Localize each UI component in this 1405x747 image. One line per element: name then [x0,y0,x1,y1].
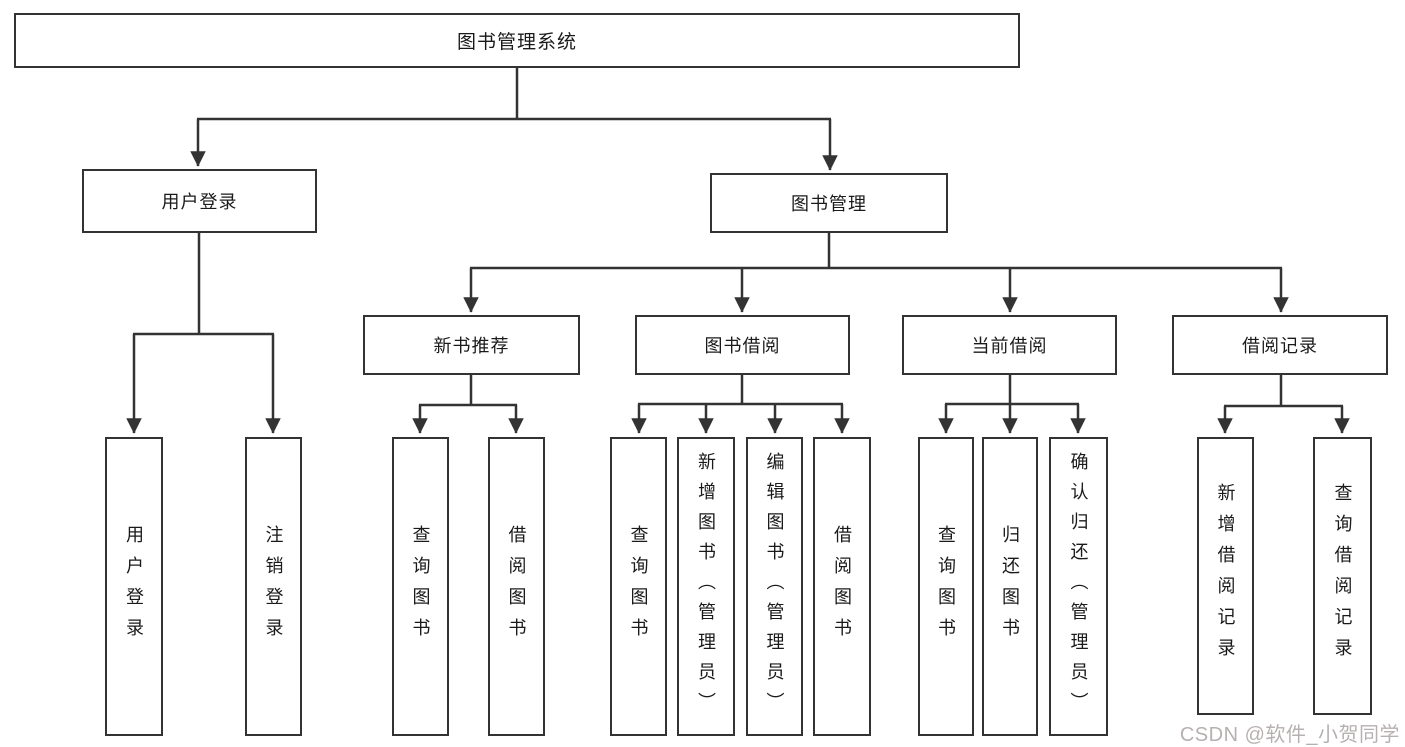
leaf-query-borrow-record: 查询借阅记录 [1313,437,1372,715]
leaf-label: 编辑图书（管理员） [764,451,785,722]
node-book-borrow: 图书借阅 [635,315,850,375]
node-current-borrow: 当前借阅 [902,315,1117,375]
node-label: 图书借阅 [704,336,781,356]
node-label: 图书管理系统 [456,32,577,53]
leaf-label: 查询图书 [628,524,649,649]
leaf-label: 查询图书 [410,524,431,649]
leaf-query-books-borrow: 查询图书 [610,437,667,736]
leaf-label: 借阅图书 [506,524,527,649]
leaf-label: 确认归还（管理员） [1068,451,1089,722]
node-label: 图书管理 [791,194,867,214]
leaf-label: 查询图书 [936,524,956,649]
node-user-login: 用户登录 [82,169,317,233]
leaf-borrow-books-recommend: 借阅图书 [488,437,545,736]
leaf-add-books-admin: 新增图书（管理员） [677,437,735,736]
leaf-confirm-return-admin: 确认归还（管理员） [1049,437,1108,736]
leaf-logout: 注销登录 [245,437,302,736]
leaf-label: 归还图书 [1000,524,1020,649]
leaf-borrow-books: 借阅图书 [813,437,871,736]
node-label: 借阅记录 [1242,336,1318,356]
leaf-label: 新增图书（管理员） [696,451,716,722]
node-book-management: 图书管理 [710,173,948,233]
leaf-query-books-recommend: 查询图书 [392,437,449,736]
node-label: 新书推荐 [433,336,510,356]
leaf-add-borrow-record: 新增借阅记录 [1197,437,1254,715]
leaf-user-login: 用户登录 [105,437,163,736]
leaf-return-books: 归还图书 [982,437,1038,736]
leaf-query-books-current: 查询图书 [918,437,974,736]
node-label: 当前借阅 [971,336,1048,356]
node-borrow-records: 借阅记录 [1172,315,1388,375]
leaf-label: 用户登录 [124,524,144,649]
node-library-management-system: 图书管理系统 [14,13,1020,68]
watermark: CSDN @软件_小贺同学 [1179,724,1400,746]
leaf-label: 新增借阅记录 [1215,483,1236,669]
leaf-label: 查询借阅记录 [1332,483,1353,669]
node-label: 用户登录 [161,192,238,212]
leaf-label: 借阅图书 [832,524,852,649]
node-new-book-recommend: 新书推荐 [363,315,580,375]
leaf-label: 注销登录 [263,524,284,649]
leaf-edit-books-admin: 编辑图书（管理员） [746,437,803,736]
